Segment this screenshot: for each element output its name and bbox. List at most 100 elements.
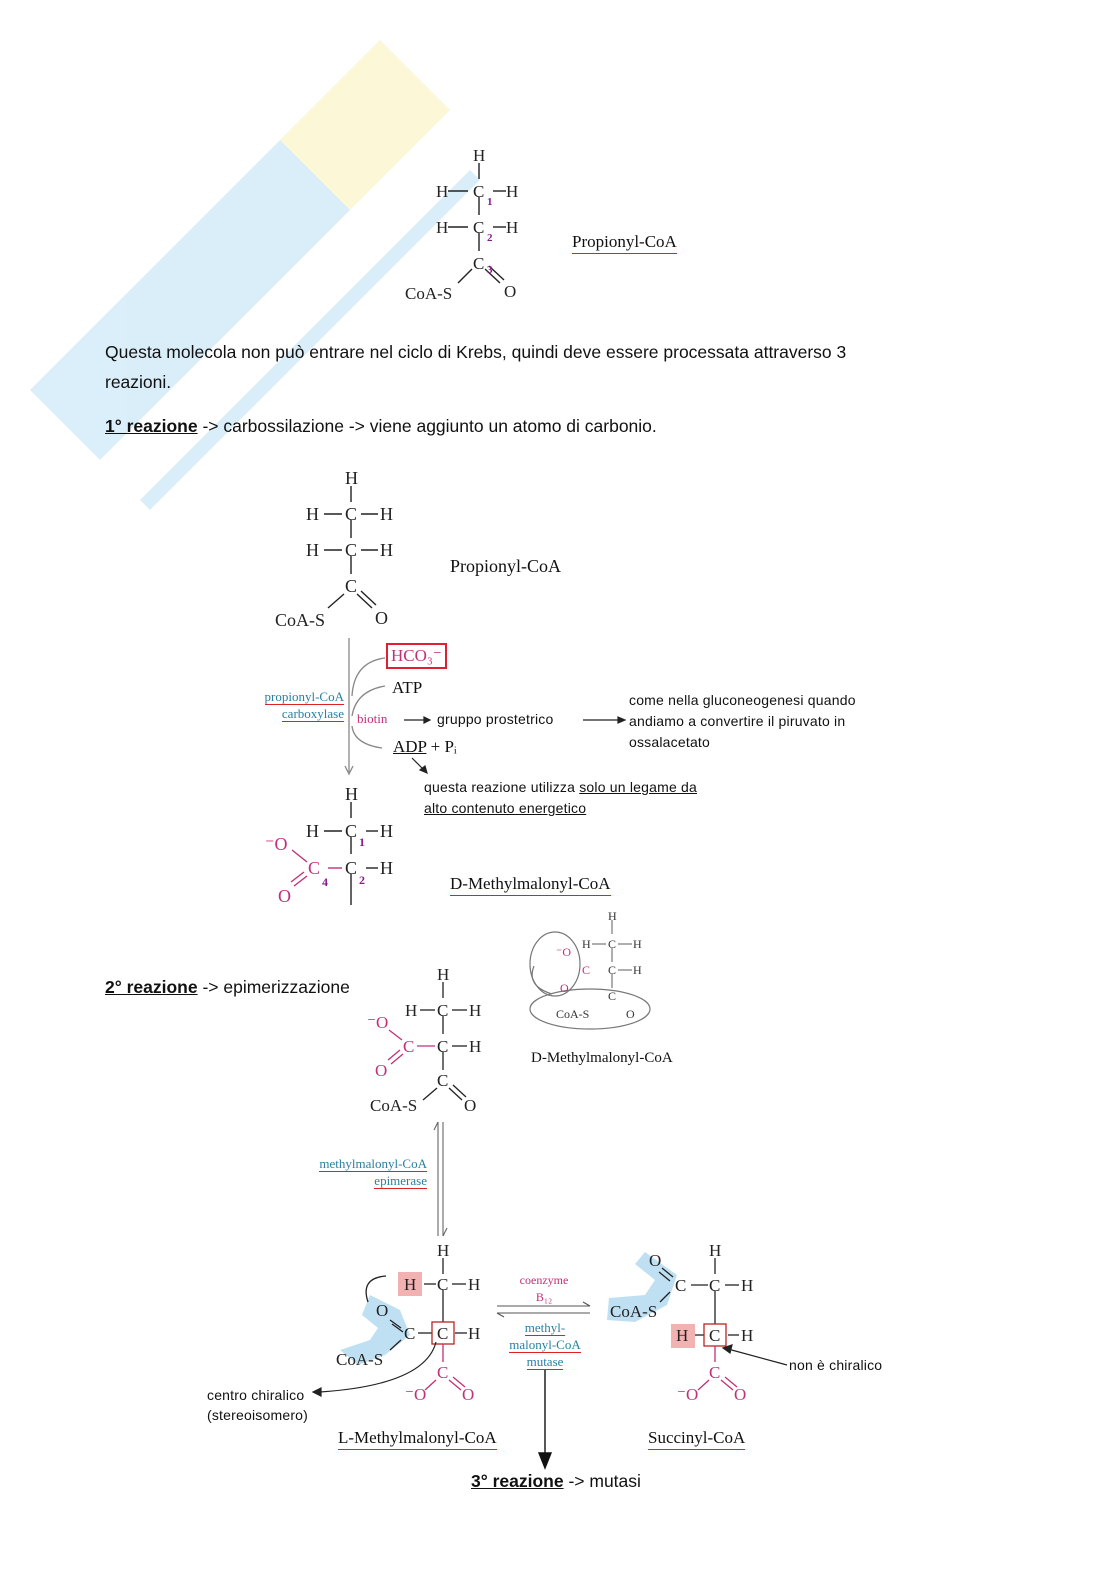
- atom: O: [734, 1385, 746, 1404]
- atom: CoA-S: [336, 1350, 383, 1369]
- atom: CoA-S: [556, 1007, 589, 1021]
- reaction1-heading: 1° reazione -> carbossilazione -> viene …: [105, 416, 657, 437]
- atom: H: [608, 909, 617, 923]
- atom: O: [626, 1007, 635, 1021]
- atom: O: [560, 981, 569, 995]
- atom: H: [436, 182, 448, 201]
- carbon-number: 3: [487, 264, 493, 276]
- cofactor-line: coenzyme: [519, 1273, 569, 1287]
- note-line: come nella gluconeogenesi quando: [629, 692, 856, 708]
- gluconeogenesis-note: come nella gluconeogenesi quando andiamo…: [629, 690, 856, 753]
- biotin-label: biotin: [357, 711, 388, 726]
- atom: H: [306, 821, 319, 841]
- energy-bond-note: questa reazione utilizza solo un legame …: [424, 777, 697, 819]
- note-line: centro chiralico: [207, 1387, 305, 1403]
- atom: C: [345, 821, 357, 841]
- reaction1-arrows: [344, 638, 627, 776]
- l-methylmalonyl-coa-label: L-Methylmalonyl-CoA: [338, 1428, 497, 1450]
- atom: H: [633, 963, 642, 977]
- enzyme-name-line1: methylmalonyl-CoA: [319, 1156, 427, 1172]
- atom: CoA-S: [610, 1302, 657, 1321]
- adp-label: ADP: [393, 737, 427, 756]
- atom: C: [675, 1276, 686, 1295]
- atom: C: [437, 1037, 448, 1056]
- d-methylmalonyl-inset-structure: H H C H C H C CoA-S O ⁻O C O: [529, 909, 651, 1030]
- pi-label: + Pᵢ: [430, 737, 457, 756]
- atom: ⁻O: [367, 1013, 388, 1032]
- reaction1-description: -> carbossilazione -> viene aggiunto un …: [197, 416, 657, 436]
- not-chiral-note: non è chiralico: [789, 1357, 883, 1373]
- enzyme-name-line1: propionyl-CoA: [264, 689, 344, 705]
- note-line: alto contenuto energetico: [424, 800, 587, 816]
- atom: C: [437, 1071, 448, 1090]
- chiral-center-note: centro chiralico(stereoisomero): [207, 1385, 308, 1425]
- d-methylmalonyl-coa-label: D-Methylmalonyl-CoA: [450, 874, 611, 896]
- atom: H: [506, 218, 518, 237]
- gruppo-prostetrico-note: gruppo prostetrico: [437, 711, 554, 727]
- carbon-number: 2: [359, 873, 365, 887]
- atom: H: [468, 1275, 480, 1294]
- atom: H: [473, 146, 485, 165]
- atom: H: [469, 1001, 481, 1020]
- carbon-number: 4: [322, 875, 328, 889]
- atom: C: [437, 1363, 448, 1382]
- d-methylmalonyl-coa-structure-2: H H C H C H C CoA-S O ⁻O C O: [367, 965, 481, 1114]
- atom: H: [582, 937, 591, 951]
- reaction3-description: -> mutasi: [563, 1471, 641, 1491]
- atom: C: [404, 1324, 415, 1343]
- atom: H: [345, 468, 358, 488]
- carbon-number: 2: [487, 232, 493, 244]
- atom: H: [380, 504, 393, 524]
- reaction2-heading: 2° reazione -> epimerizzazione: [105, 977, 350, 998]
- atom: C: [608, 963, 616, 977]
- atom: C: [345, 540, 357, 560]
- atom: C: [308, 858, 320, 878]
- enzyme-name-line2: carboxylase: [281, 706, 344, 722]
- atom: H: [306, 540, 319, 560]
- d-methylmalonyl-coa-structure: H H C H C H ⁻O C O 1 2 4: [265, 784, 393, 905]
- atom: O: [278, 886, 291, 905]
- propionyl-coa-label-2: Propionyl-CoA: [450, 556, 562, 576]
- atom: H: [380, 821, 393, 841]
- reaction3-title: 3° reazione: [471, 1471, 564, 1491]
- succinyl-coa-label: Succinyl-CoA: [648, 1428, 746, 1450]
- note-part-underlined: solo un legame da: [579, 779, 698, 795]
- intro-text-line1: Questa molecola non può entrare nel cicl…: [105, 342, 847, 362]
- note-line: andiamo a convertire il piruvato in: [629, 713, 846, 729]
- atom: C: [582, 963, 590, 977]
- atom: O: [504, 282, 516, 301]
- atom: C: [345, 504, 357, 524]
- enzyme-name-line2: epimerase: [374, 1173, 427, 1189]
- atom: ⁻O: [677, 1385, 698, 1404]
- cofactor-line: B₁₂: [535, 1290, 553, 1304]
- atom: CoA-S: [405, 284, 452, 303]
- atom: C: [437, 1275, 448, 1294]
- atp-label: ATP: [392, 678, 423, 697]
- mutase-arrows: [311, 1301, 788, 1470]
- atom: H: [380, 540, 393, 560]
- atom: ⁻O: [265, 834, 288, 854]
- atom: H: [345, 784, 358, 804]
- atom: C: [608, 989, 616, 1003]
- equilibrium-arrows: [433, 1121, 448, 1237]
- atom: O: [375, 1061, 387, 1080]
- l-methylmalonyl-coa-structure: H H C H O C C H CoA-S C ⁻O O: [336, 1241, 480, 1404]
- reaction1-title: 1° reazione: [105, 416, 198, 436]
- enzyme-name-line3: mutase: [526, 1354, 564, 1370]
- reaction2-title: 2° reazione: [105, 977, 198, 997]
- succinyl-coa-structure: H O C C H CoA-S H C H C ⁻O O: [607, 1241, 753, 1404]
- bicarbonate-box: HCO₃⁻: [386, 643, 447, 669]
- enzyme-name-line2: malonyl-CoA: [509, 1337, 581, 1353]
- atom: C: [709, 1326, 720, 1345]
- atom: H: [469, 1037, 481, 1056]
- atom: H: [404, 1275, 416, 1294]
- atom: C: [473, 218, 484, 237]
- atom: H: [468, 1324, 480, 1343]
- atom: C: [473, 254, 484, 273]
- propionyl-coa-label: Propionyl-CoA: [572, 232, 677, 254]
- atom: H: [437, 965, 449, 984]
- atom: CoA-S: [275, 610, 325, 630]
